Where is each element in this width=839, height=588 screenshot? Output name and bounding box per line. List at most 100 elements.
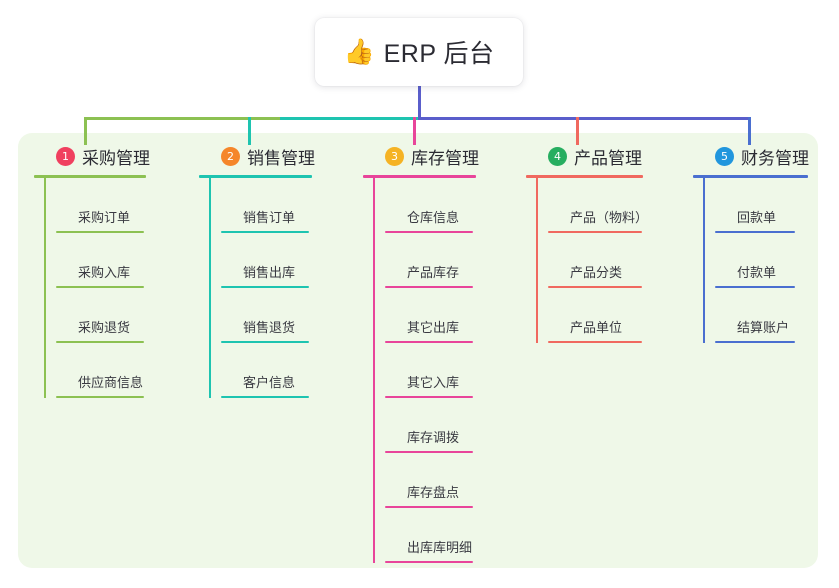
leaf-item[interactable]: 结算账户: [715, 288, 809, 343]
branch-underline: [526, 175, 643, 178]
branch-title: 销售管理: [247, 148, 315, 168]
branch-underline: [363, 175, 476, 178]
leaf-underline: [715, 286, 795, 288]
leaf-underline: [385, 231, 473, 233]
branch-title: 库存管理: [411, 148, 479, 168]
leaf-list: 产品（物料） 产品分类产品单位: [526, 178, 648, 343]
leaf-label: 销售订单: [243, 210, 296, 225]
branch-column-2: 2 销售管理销售订单销售出库销售退货客户信息: [199, 142, 315, 398]
leaf-item[interactable]: 销售退货: [221, 288, 315, 343]
leaf-underline: [385, 396, 473, 398]
branch-header-3[interactable]: 3 库存管理: [363, 142, 479, 170]
branch-title: 财务管理: [741, 148, 809, 168]
leaf-item[interactable]: 销售出库: [221, 233, 315, 288]
leaf-list: 采购订单采购入库采购退货供应商信息: [34, 178, 150, 398]
branch-column-5: 5 财务管理回款单付款单结算账户: [693, 142, 809, 343]
leaf-underline: [548, 286, 642, 288]
branch-number-badge: 2: [221, 146, 240, 166]
branch-number-badge: 1: [56, 146, 75, 166]
leaf-label: 结算账户: [737, 320, 790, 335]
leaf-underline: [715, 231, 795, 233]
leaf-underline: [385, 286, 473, 288]
leaf-label: 回款单: [737, 210, 777, 225]
leaf-label: 其它出库: [407, 320, 460, 335]
leaf-underline: [548, 341, 642, 343]
branch-column-1: 1 采购管理采购订单采购入库采购退货供应商信息: [34, 142, 150, 398]
root-node[interactable]: 👍 ERP 后台: [315, 18, 523, 86]
leaf-label: 出库库明细: [407, 540, 473, 555]
branch-spine: [373, 178, 375, 563]
leaf-label: 库存盘点: [407, 485, 460, 500]
leaf-label: 采购订单: [78, 210, 131, 225]
leaf-label: 产品（物料）: [570, 210, 649, 225]
leaf-item[interactable]: 仓库信息: [385, 178, 479, 233]
leaf-item[interactable]: 库存调拨: [385, 398, 479, 453]
leaf-label: 采购退货: [78, 320, 131, 335]
leaf-label: 销售退货: [243, 320, 296, 335]
leaf-underline: [221, 286, 309, 288]
leaf-label: 其它入库: [407, 375, 460, 390]
root-title: ERP 后台: [383, 40, 495, 68]
leaf-item[interactable]: 产品单位: [548, 288, 643, 343]
leaf-underline: [56, 231, 144, 233]
leaf-item[interactable]: 销售订单: [221, 178, 315, 233]
leaf-item[interactable]: 其它出库: [385, 288, 479, 343]
leaf-item[interactable]: 回款单: [715, 178, 809, 233]
branch-number-badge: 5: [715, 146, 734, 166]
leaf-label: 产品单位: [570, 320, 623, 335]
branch-underline: [693, 175, 808, 178]
leaf-item[interactable]: 库存盘点: [385, 453, 479, 508]
leaf-underline: [385, 506, 473, 508]
leaf-underline: [715, 341, 795, 343]
leaf-list: 回款单付款单结算账户: [693, 178, 809, 343]
leaf-item[interactable]: 客户信息: [221, 343, 315, 398]
leaf-underline: [385, 341, 473, 343]
leaf-label: 客户信息: [243, 375, 296, 390]
branch-header-1[interactable]: 1 采购管理: [34, 142, 150, 170]
leaf-item[interactable]: 产品分类: [548, 233, 643, 288]
branch-header-4[interactable]: 4 产品管理: [526, 142, 643, 170]
leaf-item[interactable]: 采购退货: [56, 288, 150, 343]
branch-header-5[interactable]: 5 财务管理: [693, 142, 809, 170]
leaf-item[interactable]: 产品库存: [385, 233, 479, 288]
branch-number-badge: 3: [385, 146, 404, 166]
leaf-item[interactable]: 产品（物料）: [548, 178, 648, 233]
branch-spine: [209, 178, 211, 398]
leaf-label: 付款单: [737, 265, 777, 280]
leaf-item[interactable]: 采购入库: [56, 233, 150, 288]
leaf-item[interactable]: 出库库明细: [385, 508, 479, 563]
branch-title: 采购管理: [82, 148, 150, 168]
leaf-label: 产品库存: [407, 265, 460, 280]
leaf-underline: [548, 231, 642, 233]
leaf-label: 产品分类: [570, 265, 623, 280]
leaf-underline: [56, 396, 144, 398]
leaf-label: 销售出库: [243, 265, 296, 280]
leaf-underline: [221, 396, 309, 398]
branch-column-3: 3 库存管理仓库信息产品库存其它出库其它入库库存调拨库存盘点出库库明细: [363, 142, 479, 563]
leaf-underline: [221, 231, 309, 233]
leaf-item[interactable]: 其它入库: [385, 343, 479, 398]
leaf-label: 供应商信息: [78, 375, 144, 390]
branch-underline: [34, 175, 146, 178]
branch-column-4: 4 产品管理产品（物料） 产品分类产品单位: [526, 142, 648, 343]
branch-title: 产品管理: [574, 148, 642, 168]
leaf-item[interactable]: 付款单: [715, 233, 809, 288]
leaf-underline: [385, 561, 473, 563]
thumbs-up-icon: 👍: [343, 37, 375, 66]
branch-spine: [536, 178, 538, 343]
branches-panel: [18, 133, 818, 568]
branch-underline: [199, 175, 312, 178]
branch-spine: [44, 178, 46, 398]
branch-header-2[interactable]: 2 销售管理: [199, 142, 315, 170]
leaf-label: 仓库信息: [407, 210, 460, 225]
leaf-item[interactable]: 采购订单: [56, 178, 150, 233]
leaf-item[interactable]: 供应商信息: [56, 343, 150, 398]
branch-spine: [703, 178, 705, 343]
leaf-list: 仓库信息产品库存其它出库其它入库库存调拨库存盘点出库库明细: [363, 178, 479, 563]
branch-number-badge: 4: [548, 146, 567, 166]
leaf-underline: [221, 341, 309, 343]
leaf-underline: [56, 286, 144, 288]
leaf-list: 销售订单销售出库销售退货客户信息: [199, 178, 315, 398]
